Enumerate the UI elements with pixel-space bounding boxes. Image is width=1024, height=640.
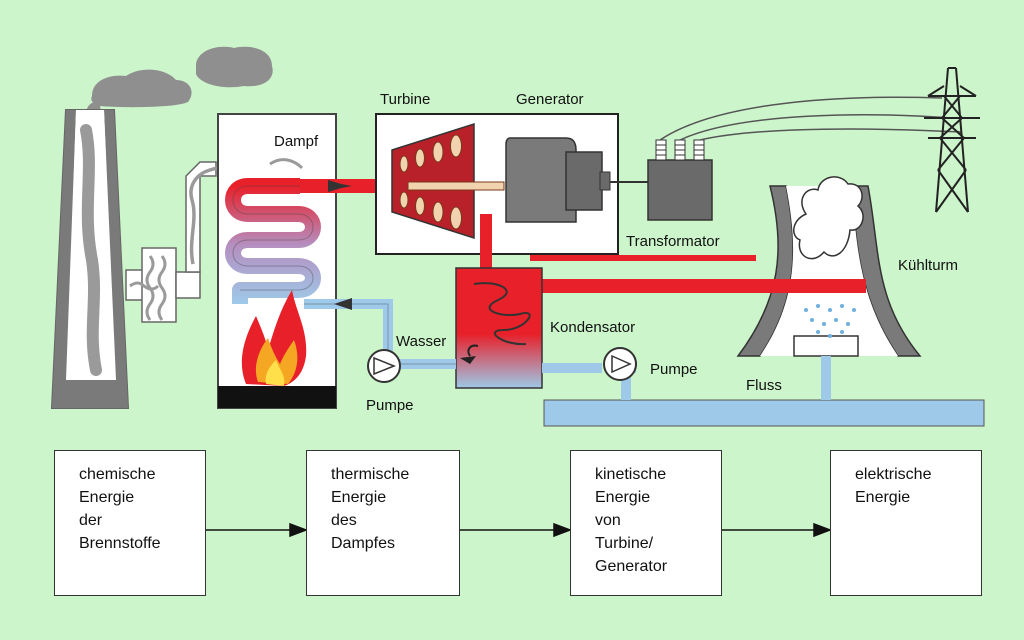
energy-box-kinetic-text: kinetische Energie von Turbine/ Generato… [595,466,668,575]
label-wasser: Wasser [396,333,446,350]
label-kondensator: Kondensator [550,319,635,336]
energy-box-kinetic: kinetische Energie von Turbine/ Generato… [570,450,722,596]
left-pump-icon [367,349,401,383]
flame-icon [241,290,307,386]
label-transformator: Transformator [626,233,720,250]
energy-box-chemical: chemische Energie der Brennstoffe [54,450,206,596]
energy-box-chemical-text: chemische Energie der Brennstoffe [79,466,161,552]
energy-box-thermal: thermische Energie des Dampfes [306,450,460,596]
label-pumpe-right: Pumpe [650,361,698,378]
right-pump-icon [603,347,637,381]
label-kuehlturm: Kühlturm [898,257,958,274]
label-dampf: Dampf [274,133,319,150]
steam-coil [225,178,321,304]
chimney [50,109,130,409]
power-lines [659,96,963,141]
label-pumpe-left: Pumpe [366,397,414,414]
steam-flow-arrow-icon [328,180,352,192]
cooling-tower [736,176,922,357]
pylon-icon [924,67,980,213]
water-flow-arrow-icon [334,298,352,310]
energy-flow-arrows [206,522,833,538]
energy-box-electric: elektrische Energie [830,450,982,596]
generator [505,137,611,223]
turbine [391,122,505,240]
flue-gas-filter [125,154,278,323]
condenser [455,267,543,389]
label-fluss: Fluss [746,377,782,394]
transformer [647,139,713,221]
label-generator: Generator [516,91,584,108]
energy-box-thermal-text: thermische Energie des Dampfes [331,466,410,552]
energy-box-electric-text: elektrische Energie [855,466,932,506]
label-turbine: Turbine [380,91,430,108]
river [543,399,985,427]
